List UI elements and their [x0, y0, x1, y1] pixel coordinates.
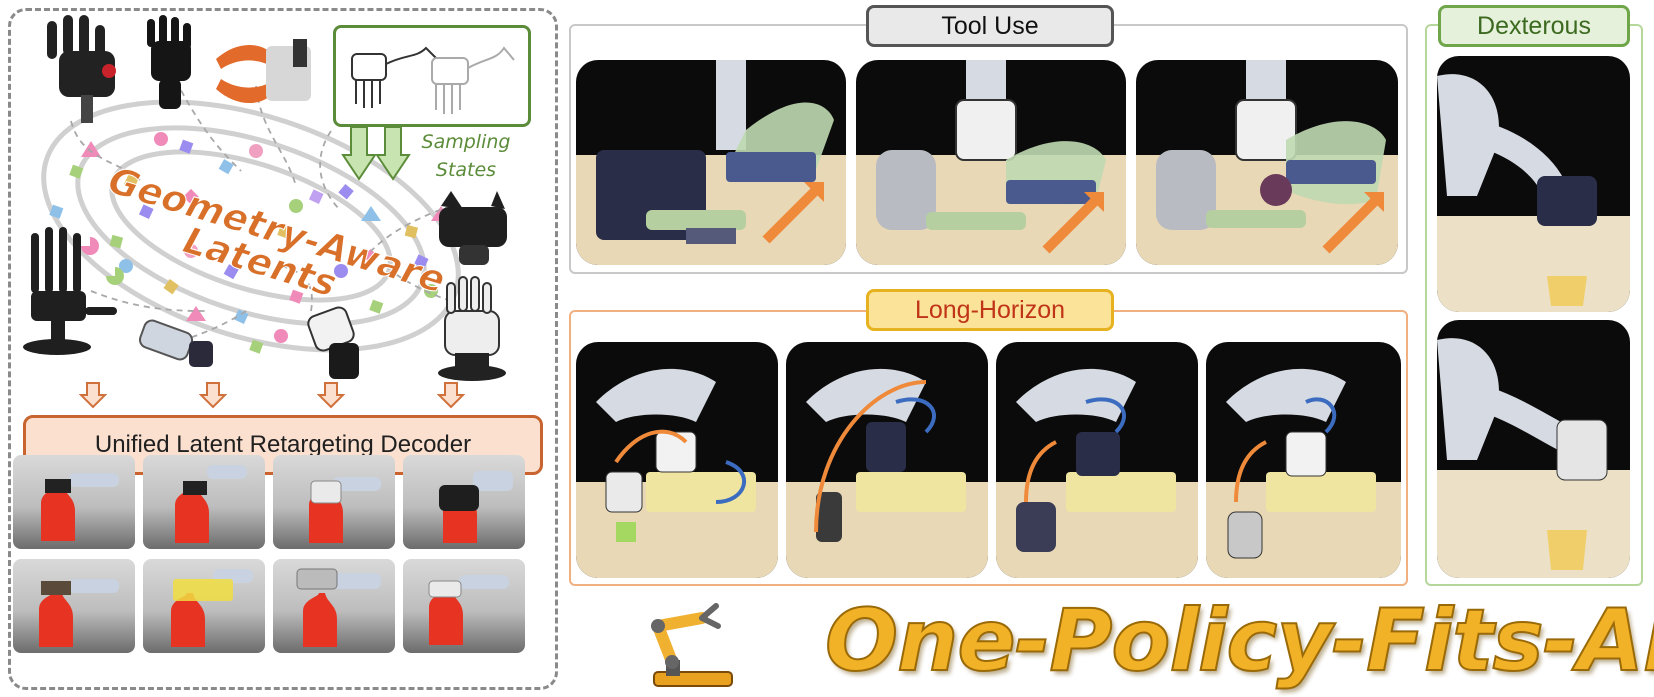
- sim-tile: [273, 559, 395, 653]
- dexterous-title: Dexterous: [1438, 5, 1630, 47]
- tool-use-photo-1: [576, 60, 846, 265]
- sim-tile: [143, 455, 265, 549]
- dexterous-photo-1: [1437, 56, 1630, 312]
- down-arrow-1: [79, 382, 107, 409]
- long-horizon-photo-1: [576, 342, 778, 578]
- robot-hand-icons: [23, 15, 507, 381]
- latent-shapes: [49, 132, 451, 354]
- tool-use-photo-2: [856, 60, 1126, 265]
- long-horizon-photo-3: [996, 342, 1198, 578]
- sim-tile: [13, 455, 135, 549]
- decoder-label: Unified Latent Retargeting Decoder: [94, 431, 472, 458]
- latent-space-illustration: Geometry-Aware Latents: [23, 15, 507, 381]
- sampling-down-arrows: [341, 127, 411, 181]
- down-arrow-4: [437, 382, 465, 409]
- tool-use-title: Tool Use: [866, 5, 1114, 47]
- hand-sketch-icon: [351, 46, 515, 114]
- sampling-label-line1: Sampling: [421, 131, 511, 153]
- dexterous-photo-2: [1437, 320, 1630, 578]
- banner-title: One-Policy-Fits-All: [824, 590, 1654, 692]
- long-horizon-photo-4: [1206, 342, 1401, 578]
- long-horizon-title: Long-Horizon: [866, 289, 1114, 331]
- tool-use-photo-3: [1136, 60, 1398, 265]
- long-horizon-photo-2: [786, 342, 988, 578]
- latent-panel: Geometry-Aware Latents Sampling States: [8, 8, 558, 690]
- robot-arm-icon: [651, 603, 733, 687]
- sim-tile: [143, 559, 265, 653]
- sim-tile: [13, 559, 135, 653]
- sim-tile: [403, 559, 525, 653]
- down-arrow-3: [317, 382, 345, 409]
- sampling-label-line2: States: [435, 159, 497, 181]
- down-arrow-2: [199, 382, 227, 409]
- sampling-states-box: [333, 25, 531, 127]
- sim-tile: [273, 455, 395, 549]
- sim-tile: [403, 455, 525, 549]
